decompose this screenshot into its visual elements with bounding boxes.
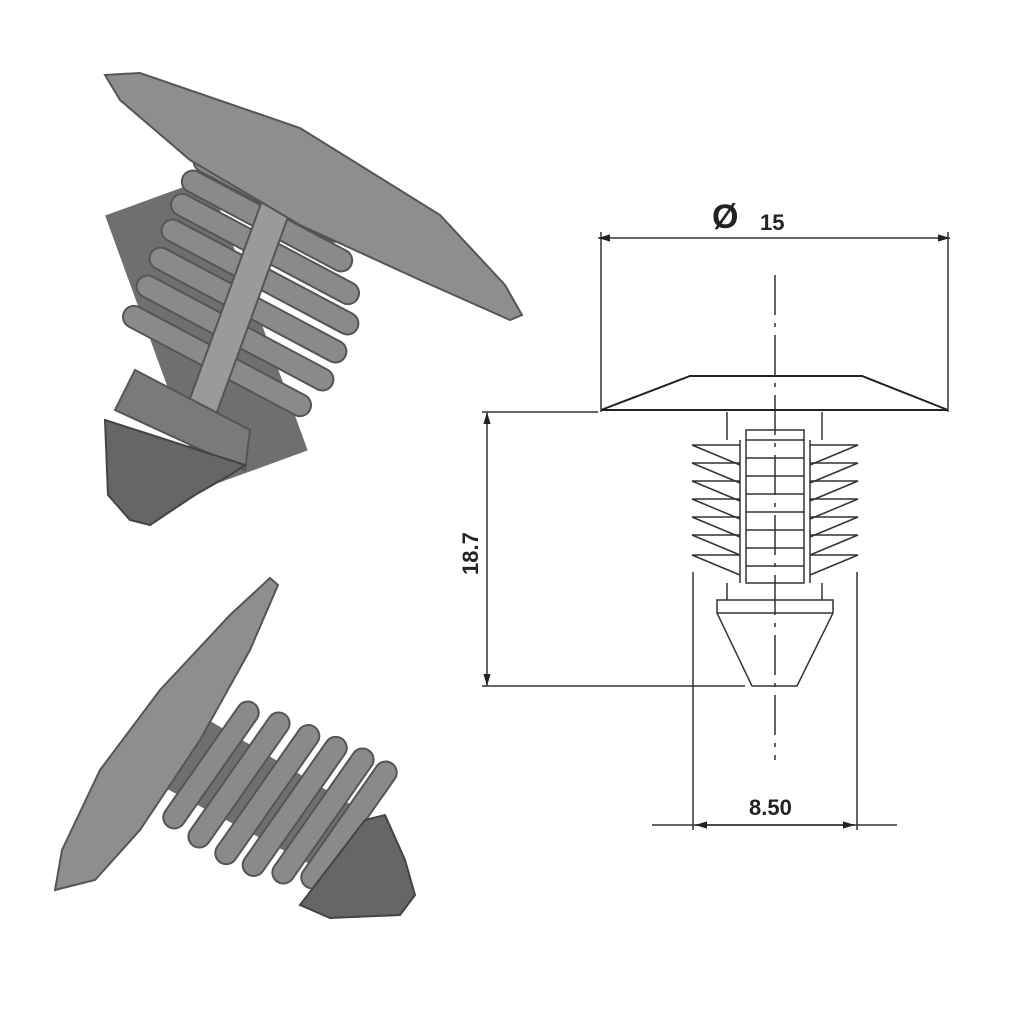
shank-top bbox=[113, 368, 252, 472]
dimension-fin-width: 8.50 bbox=[652, 572, 897, 830]
head-disc-bottom bbox=[53, 576, 280, 892]
fins-left bbox=[691, 440, 741, 583]
head-disc-top bbox=[103, 71, 524, 322]
side-view-drawing bbox=[600, 275, 949, 760]
fin-width-label: 8.50 bbox=[749, 795, 792, 820]
head-diameter-label: 15 bbox=[760, 210, 784, 235]
overall-length-label: 18.7 bbox=[458, 532, 483, 575]
head-profile bbox=[600, 375, 949, 411]
fin-stack-bottom bbox=[162, 700, 398, 890]
shank-ribs bbox=[746, 439, 804, 567]
dimension-diameter: Ø 15 bbox=[598, 198, 950, 412]
shank-core bbox=[745, 429, 805, 584]
dimension-length: 18.7 bbox=[458, 411, 745, 687]
clip-render-bottom bbox=[53, 576, 417, 920]
cone-tip-bottom bbox=[298, 813, 417, 920]
fins-right bbox=[809, 440, 859, 583]
clip-render-top bbox=[103, 71, 524, 527]
fin-stack-top bbox=[105, 149, 360, 489]
diameter-symbol: Ø bbox=[712, 198, 738, 236]
cone-tip-top bbox=[103, 418, 248, 527]
